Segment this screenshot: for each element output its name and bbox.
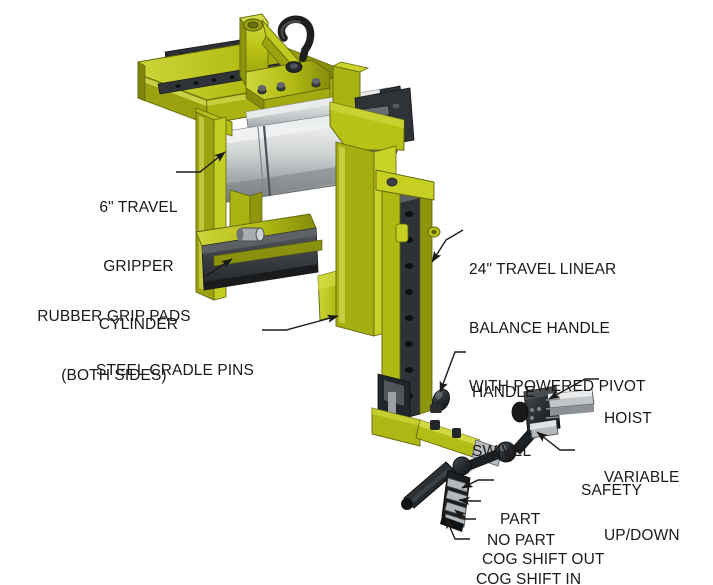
leader-hoist xyxy=(548,378,599,400)
callout-part: PART xyxy=(500,471,570,569)
callout-line: VARIABLE xyxy=(604,468,680,486)
callout-line: CYLINDER xyxy=(98,316,179,333)
grip-pad-bolts xyxy=(221,236,293,250)
callout-line: COG SHIFT IN xyxy=(476,571,582,585)
callout-line: HOIST xyxy=(604,410,652,427)
bracket-bolts xyxy=(257,78,321,95)
callout-line: WITH POWERED PIVOT xyxy=(469,378,646,395)
callout-line: 6" TRAVEL xyxy=(99,199,178,216)
callout-line: 24" TRAVEL LINEAR xyxy=(469,261,617,278)
leader-lines xyxy=(176,151,599,540)
callout-steel-cradle-pins: STEEL CRADLE PINS xyxy=(96,322,266,420)
leader-gripper-cylinder xyxy=(176,151,226,173)
steel-cradle-pin xyxy=(236,227,265,242)
handle-swivel xyxy=(430,388,450,413)
left-leg-cradle xyxy=(195,107,351,321)
callout-line: STEEL CRADLE PINS xyxy=(96,362,254,379)
mast-back xyxy=(419,185,433,415)
mast-carriage xyxy=(377,373,411,419)
hoist-indicator-dots xyxy=(530,407,541,420)
leader-safety xyxy=(536,431,575,451)
callout-handle-swivel: HANDLE SWIVEL xyxy=(472,344,562,500)
callout-line: (BOTH SIDES) xyxy=(61,366,167,384)
callout-line: GRIPPER xyxy=(103,257,174,275)
callout-line: NO PART xyxy=(487,532,556,549)
callout-line: COG SHIFT OUT xyxy=(482,551,605,568)
leader-cog-shift-out xyxy=(454,509,476,520)
center-column-mast xyxy=(329,101,441,447)
callout-rubber-grip-pads: RUBBER GRIP PADS (BOTH SIDES) xyxy=(26,268,202,424)
leader-linear-balance-handle xyxy=(431,229,464,263)
callout-gripper-cylinder: 6" TRAVEL GRIPPER CYLINDER xyxy=(86,159,191,374)
callout-hoist-variable: HOIST VARIABLE UP/DOWN xyxy=(604,370,708,585)
callout-line: UP/DOWN xyxy=(604,527,680,544)
callout-line: PART xyxy=(500,511,541,528)
callout-cog-shift-in: COG SHIFT IN xyxy=(476,531,616,585)
callout-line: RUBBER GRIP PADS xyxy=(37,308,191,325)
leader-steel-cradle-pins xyxy=(262,314,339,331)
leader-part xyxy=(461,479,494,489)
leader-cog-shift-in xyxy=(445,517,470,540)
callout-cog-shift-out: COG SHIFT OUT xyxy=(482,511,632,585)
mast-pivot-boss xyxy=(395,223,441,243)
callout-safety: SAFETY xyxy=(581,442,661,540)
trigger-part[interactable] xyxy=(446,477,469,493)
callout-line: SAFETY xyxy=(581,482,642,499)
leader-rubber-grip-pads xyxy=(205,258,233,277)
leader-no-part xyxy=(458,496,481,506)
callout-line: SWIVEL xyxy=(472,442,532,460)
callout-linear-balance-handle: 24" TRAVEL LINEAR BALANCE HANDLE WITH PO… xyxy=(469,221,669,436)
callout-line: HANDLE xyxy=(472,384,536,401)
callout-no-part: NO PART xyxy=(487,492,587,585)
lift-eye-bracket xyxy=(239,13,331,111)
leader-handle-swivel xyxy=(439,351,466,393)
callout-line: BALANCE HANDLE xyxy=(469,319,610,337)
